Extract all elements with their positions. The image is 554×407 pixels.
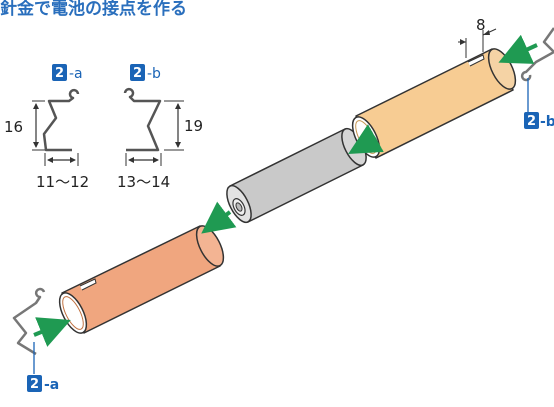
arrow-yellow-to-battery [348, 124, 384, 154]
wire-a-shape [42, 88, 80, 152]
badge-2b-right-box [524, 112, 539, 129]
dim-slot: 8 [476, 16, 486, 34]
arrow-wire-to-orange [33, 317, 71, 347]
arrow-wire-to-yellow [498, 34, 538, 64]
badge-2b-right-suffix: -b [540, 114, 554, 130]
wire-b-right: 2 -b [498, 27, 554, 130]
dim-b-height: 19 [184, 117, 203, 135]
yellow-tube: 8 [348, 16, 517, 159]
dim-a-height: 16 [4, 118, 23, 136]
badge-2a-box [52, 64, 67, 81]
badge-2a-bottom-suffix: -a [44, 377, 59, 393]
badge-2b-suffix: -b [147, 66, 161, 82]
dim-a-width: 11〜12 [36, 173, 89, 191]
badge-2a-number: 2 [55, 66, 64, 81]
badge-2a-bottom-number: 2 [30, 377, 39, 392]
wire-a-bottom: 2 -a [12, 287, 71, 393]
badge-2a-suffix: -a [69, 66, 83, 82]
battery [201, 127, 367, 234]
wire-b-shape [123, 87, 162, 152]
arrow-battery-to-orange [201, 201, 237, 234]
dim-b-width: 13〜14 [117, 173, 170, 191]
orange-tube [58, 225, 225, 334]
badge-2b-right-number: 2 [527, 114, 536, 129]
badge-2a-bottom-box [27, 375, 42, 392]
badge-2b-box [130, 64, 145, 81]
badge-2b-number: 2 [133, 66, 142, 81]
page-title: 針金で電池の接点を作る [0, 0, 187, 19]
contact-a-spec: 2 -a 16 11〜12 [4, 64, 89, 191]
contact-b-spec: 2 -b 19 13〜14 [117, 64, 203, 191]
